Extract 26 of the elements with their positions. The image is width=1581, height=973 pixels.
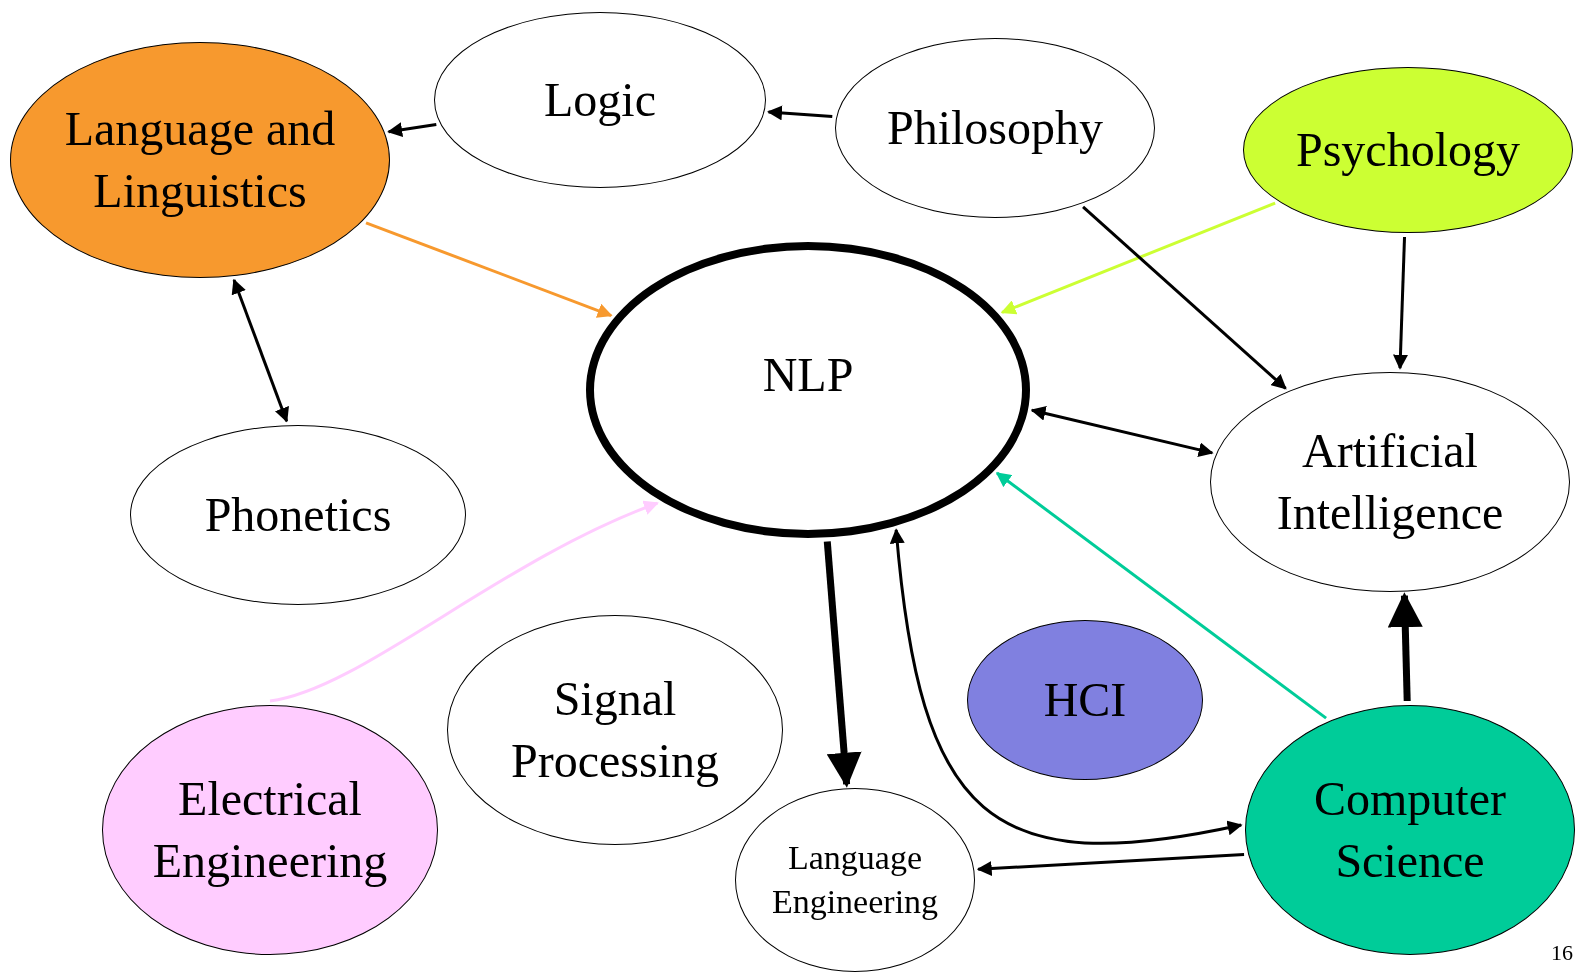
arrow <box>387 122 437 138</box>
topic-label: HCI <box>1042 671 1128 728</box>
arrow <box>995 471 1327 720</box>
arrow <box>976 852 1245 876</box>
topic-label: Language Engineering <box>770 837 940 922</box>
arrow <box>269 501 659 703</box>
topic-label: NLP <box>761 346 855 403</box>
arrow <box>1393 236 1408 370</box>
topic-label: Logic <box>543 71 657 128</box>
topic-label: Philosophy <box>885 99 1104 156</box>
topic-label: Electrical Engineering <box>151 770 389 889</box>
arrow <box>890 528 1243 845</box>
page-number: 16 <box>1551 939 1573 967</box>
topic-label: Artificial Intelligence <box>1275 422 1505 541</box>
arrow <box>231 278 289 423</box>
arrow <box>1387 592 1423 702</box>
arrow <box>365 221 613 318</box>
topic-label: Language and Linguistics <box>63 100 337 219</box>
arrow <box>1030 406 1214 458</box>
topic-label: Signal Processing <box>510 670 720 789</box>
topic-label: Psychology <box>1295 121 1521 178</box>
arrow <box>767 105 833 121</box>
topic-label: Phonetics <box>203 486 393 543</box>
arrow <box>1082 205 1287 390</box>
arrow <box>1000 201 1276 315</box>
topic-label: Computer Science <box>1313 770 1507 889</box>
